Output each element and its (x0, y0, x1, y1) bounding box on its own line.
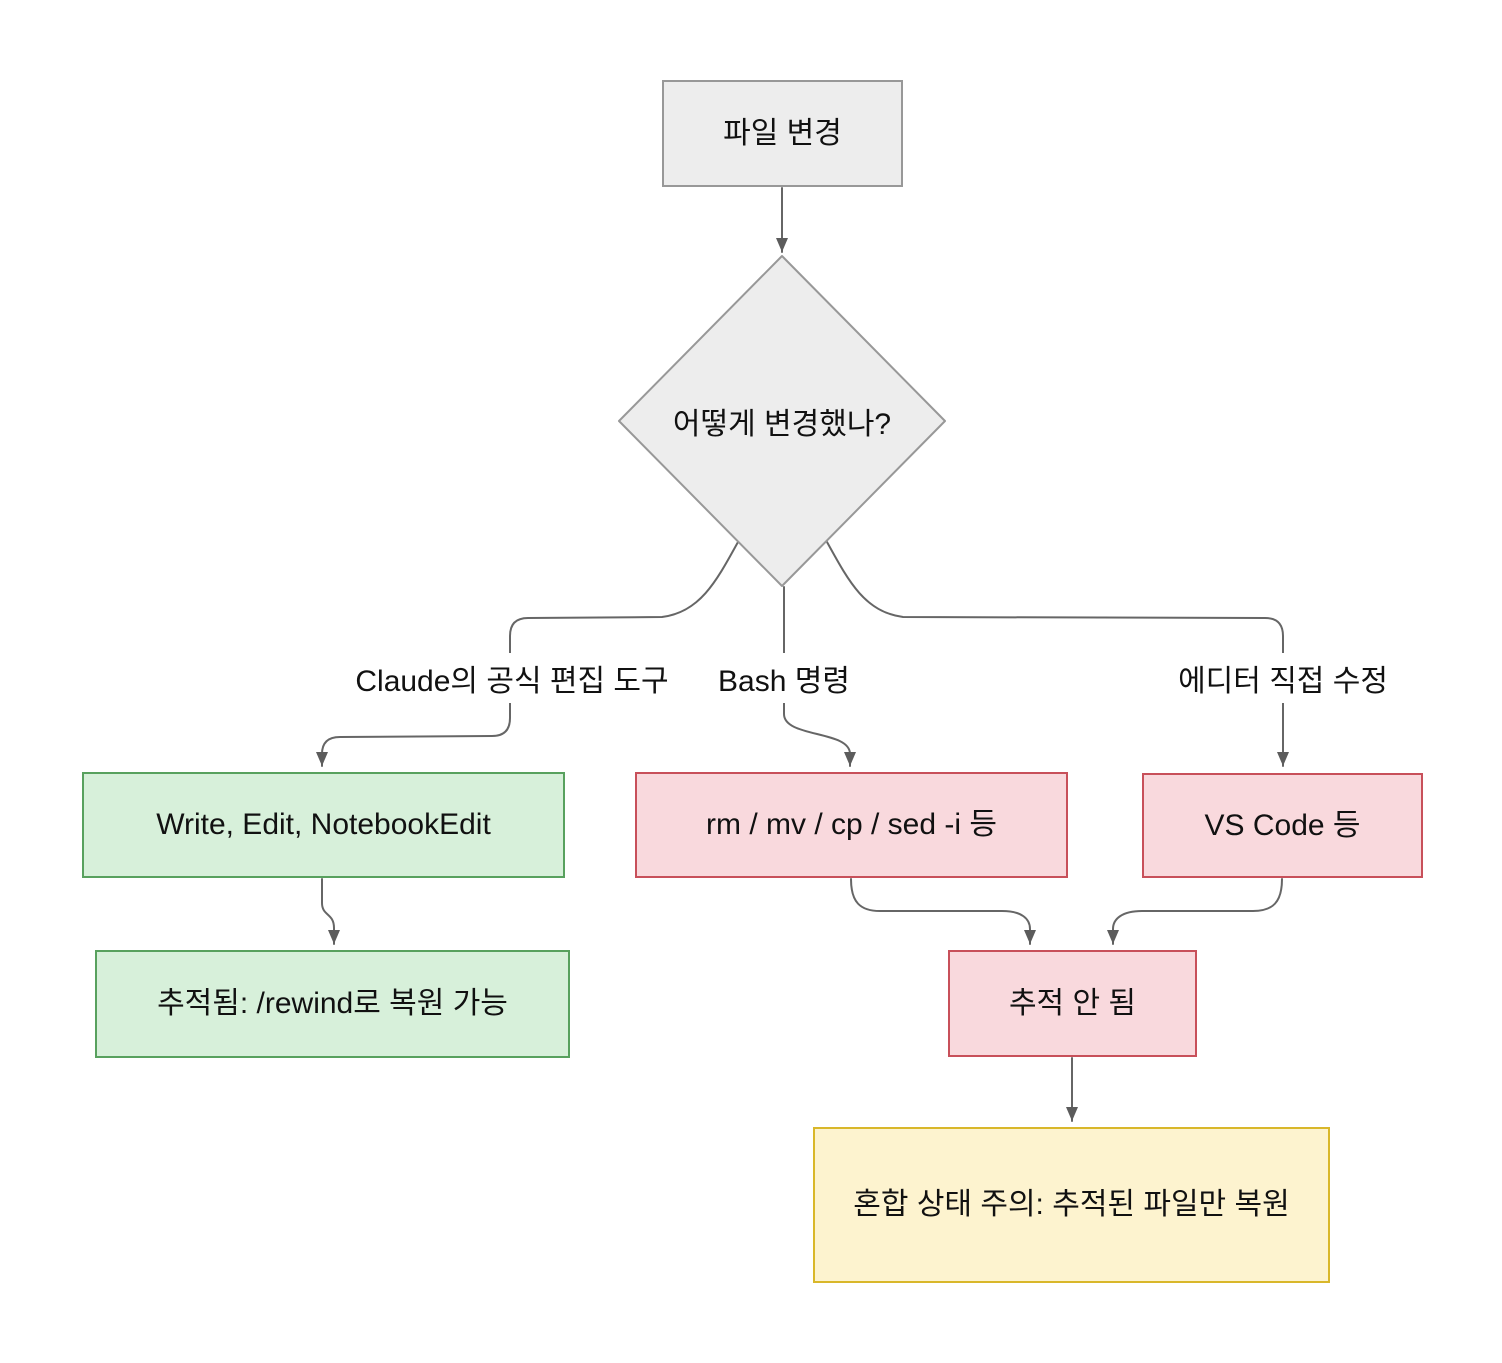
edge-editor-direct-to-untracked (1107, 878, 1283, 945)
node-official-tools: Write, Edit, NotebookEdit (82, 772, 565, 878)
node-mixed-warning-label: 혼합 상태 주의: 추적된 파일만 복원 (853, 1188, 1290, 1222)
node-untracked-label: 추적 안 됨 (1008, 986, 1137, 1020)
node-editor-direct-label: VS Code 등 (1204, 808, 1361, 842)
node-bash-commands: rm / mv / cp / sed -i 등 (635, 772, 1068, 878)
edge-official-tools-to-tracked (321, 878, 340, 945)
edge-decision-to-editor-direct (826, 541, 1289, 767)
node-tracked-label: 추적됨: /rewind로 복원 가능 (157, 987, 508, 1021)
node-tracked: 추적됨: /rewind로 복원 가능 (95, 950, 570, 1058)
edge-label-bash: Bash 명령 (708, 653, 860, 703)
edge-decision-to-official-tools (316, 541, 739, 767)
node-file-change-label: 파일 변경 (723, 116, 842, 150)
edge-label-official-tools: Claude의 공식 편집 도구 (345, 653, 679, 703)
decision-diamond-shape (618, 255, 946, 587)
edge-decision-to-bash-commands (783, 586, 856, 767)
node-mixed-warning: 혼합 상태 주의: 추적된 파일만 복원 (813, 1127, 1330, 1283)
node-decision-label: 어떻게 변경했나? (672, 408, 892, 441)
node-untracked: 추적 안 됨 (948, 950, 1197, 1057)
node-bash-commands-label: rm / mv / cp / sed -i 등 (706, 808, 997, 842)
node-editor-direct: VS Code 등 (1142, 773, 1423, 878)
node-file-change: 파일 변경 (662, 80, 903, 187)
edge-label-editor: 에디터 직접 수정 (1168, 653, 1398, 703)
node-official-tools-label: Write, Edit, NotebookEdit (156, 808, 491, 842)
edge-bash-commands-to-untracked (850, 878, 1036, 945)
